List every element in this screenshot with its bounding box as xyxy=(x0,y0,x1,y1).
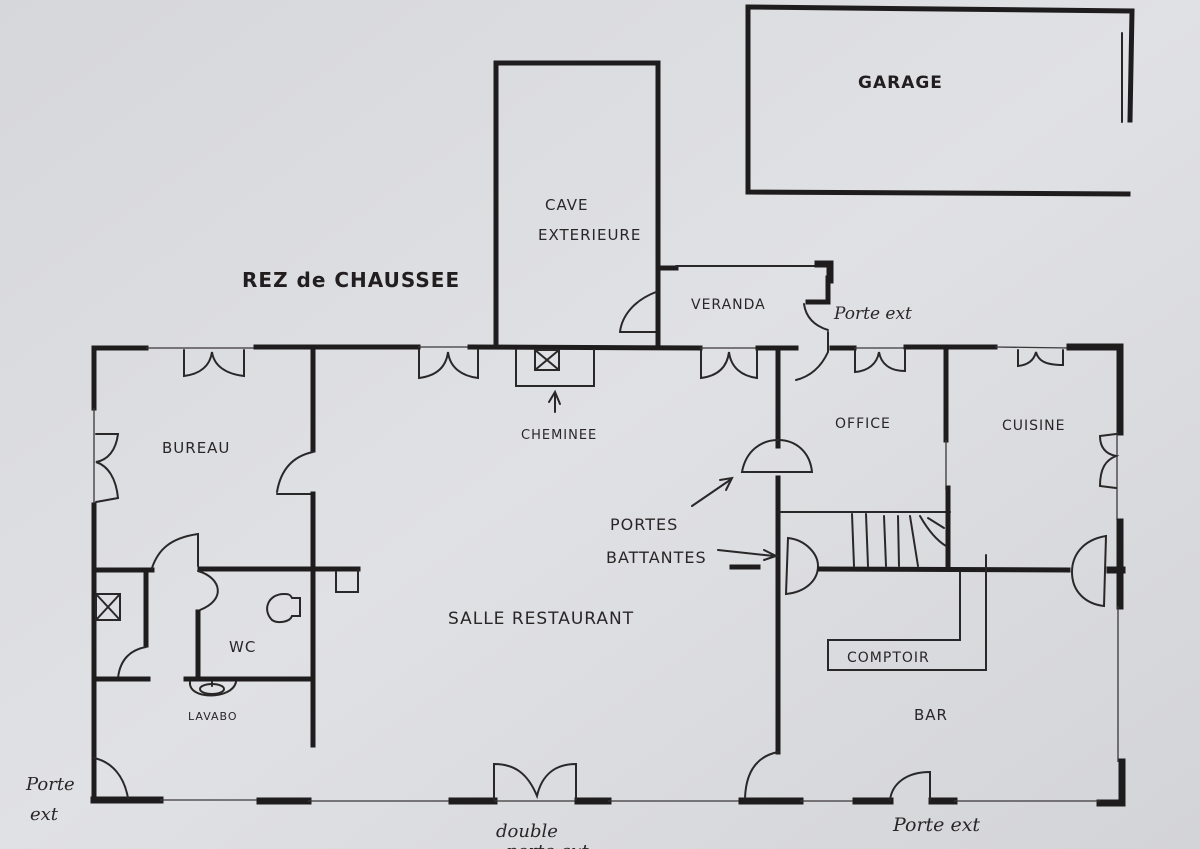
porte-ext-left: Porte ext xyxy=(25,757,129,825)
stairs xyxy=(779,485,951,571)
porte-ext-left-line2: ext xyxy=(30,804,59,825)
office-cuisine: OFFICE CUISINE xyxy=(835,345,1066,490)
bar-kitchen-wall xyxy=(817,534,1126,608)
salle-label: SALLE RESTAURANT xyxy=(448,609,634,629)
veranda: VERANDA Porte ext xyxy=(619,260,912,381)
cheminee: CHEMINEE xyxy=(515,349,597,443)
cave-label-line2: EXTERIEURE xyxy=(538,226,641,244)
cuisine-label: CUISINE xyxy=(1002,418,1066,434)
bar-label: BAR xyxy=(914,706,948,724)
bureau: BUREAU xyxy=(162,345,316,748)
office-label: OFFICE xyxy=(835,416,891,432)
bureau-label: BUREAU xyxy=(162,439,230,457)
portes-label-line2: BATTANTES xyxy=(606,548,707,567)
garage: GARAGE xyxy=(745,4,1135,197)
porte-ext-bar-label: Porte ext xyxy=(892,814,980,836)
double-porte-label-line1: double xyxy=(496,821,558,842)
window-salle-right xyxy=(700,349,758,380)
window-cuisine xyxy=(1017,349,1064,368)
salle-restaurant: SALLE RESTAURANT xyxy=(448,609,634,801)
cave-exterieure: CAVE EXTERIEURE xyxy=(493,60,661,349)
window-office xyxy=(854,349,906,374)
lavabo-label: LAVABO xyxy=(188,710,238,723)
salle-bar-wall xyxy=(729,345,820,799)
veranda-label: VERANDA xyxy=(691,297,766,313)
porte-ext-left-line1: Porte xyxy=(25,774,75,795)
wc-block: WC LAVABO xyxy=(91,532,361,723)
windows xyxy=(95,349,1120,503)
portes-label-line1: PORTES xyxy=(610,515,678,534)
garage-label: GARAGE xyxy=(858,73,943,93)
main-building-walls xyxy=(90,343,1126,807)
comptoir: COMPTOIR xyxy=(827,554,987,671)
cave-label-line1: CAVE xyxy=(545,196,589,214)
plan-title: REZ de CHAUSSEE xyxy=(242,268,460,292)
window-bureau-left xyxy=(95,433,120,503)
bar: BAR xyxy=(889,706,948,801)
double-porte-label-line2: porte ext xyxy=(506,841,589,849)
comptoir-label: COMPTOIR xyxy=(847,650,930,666)
wc-label: WC xyxy=(229,638,256,656)
window-bureau xyxy=(183,349,245,378)
window-cuisine-right xyxy=(1098,433,1120,489)
window-salle-left xyxy=(418,349,479,380)
porte-ext-veranda-label: Porte ext xyxy=(833,304,912,324)
portes-battantes-annotation: PORTES BATTANTES xyxy=(606,476,779,567)
cheminee-label: CHEMINEE xyxy=(521,428,597,443)
